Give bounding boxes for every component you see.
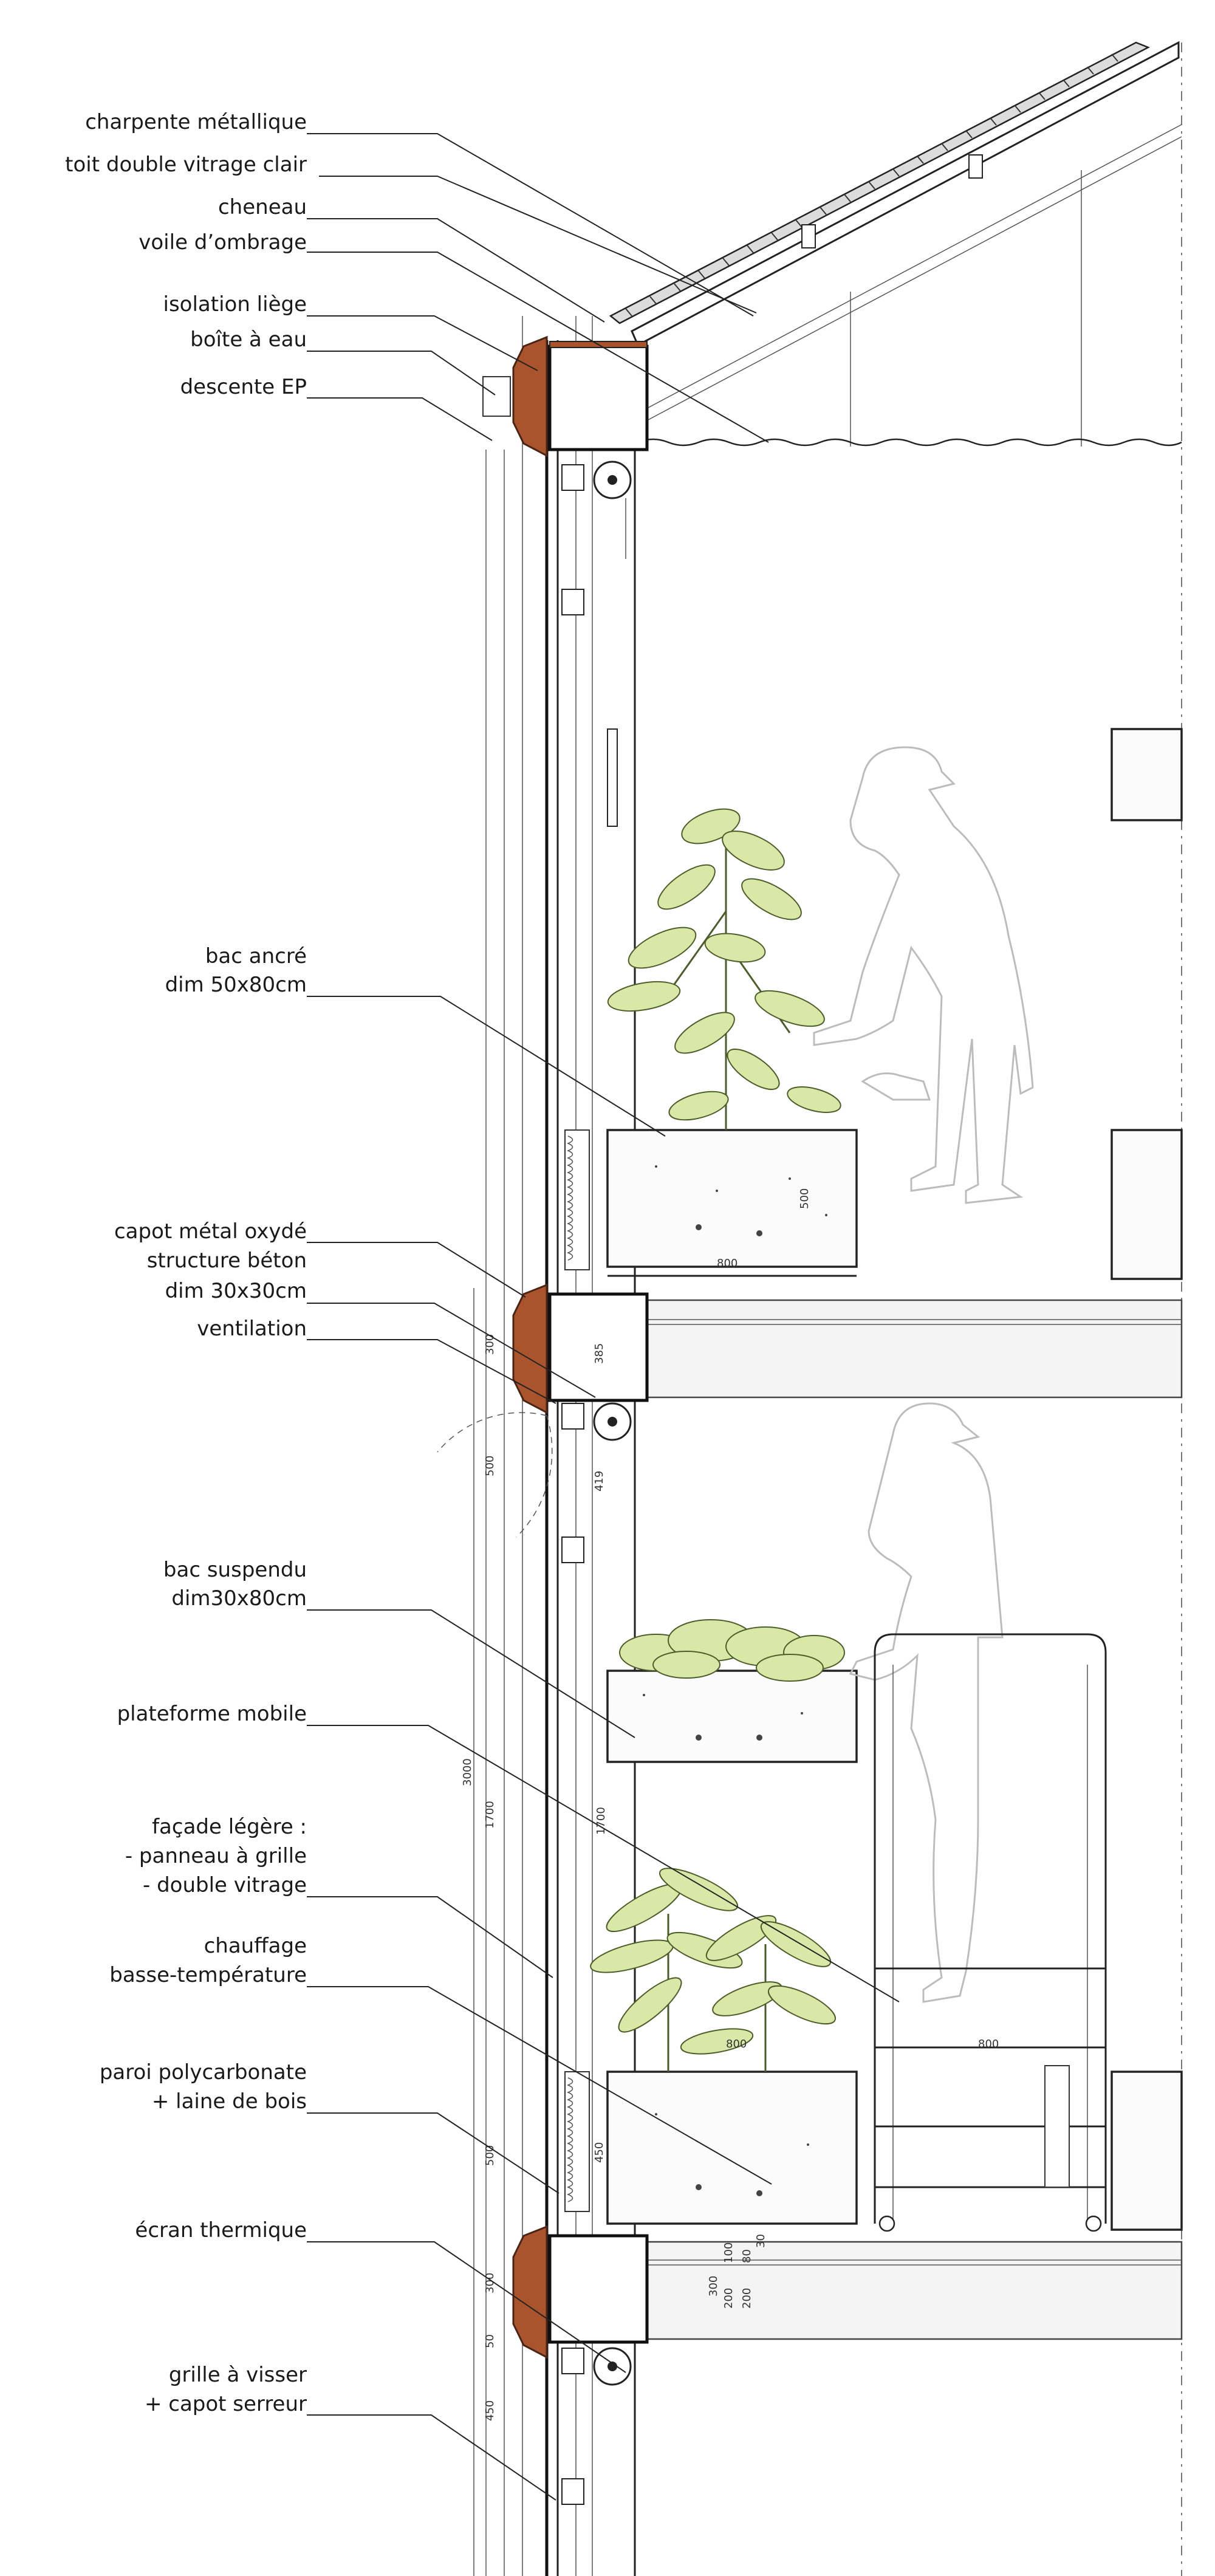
dim-200-b: 200 [741, 2288, 753, 2309]
dim-300-a: 300 [484, 1334, 496, 1355]
dim-800-plat: 800 [978, 2038, 999, 2050]
dim-1700-b: 1700 [595, 1807, 608, 1835]
dim-419: 419 [593, 1471, 606, 1492]
leader-lines [307, 133, 900, 2501]
label-bac-suspendu: bac suspendu [163, 1558, 307, 1582]
mobile-platform [874, 1633, 1107, 2232]
label-cheneau: cheneau [218, 195, 307, 219]
plant-middle [619, 1619, 845, 1682]
planter-anchored [606, 1129, 858, 1277]
floor-slab-1 [512, 1283, 1183, 1414]
label-descente: descente EP [180, 375, 307, 399]
dim-800-mid: 800 [726, 2038, 747, 2050]
dim-200-a: 200 [722, 2288, 735, 2309]
dim-500-top: 500 [798, 1188, 811, 1209]
label-bac-ancre: bac ancré [205, 944, 307, 968]
floor-slab-2 [512, 2225, 1183, 2359]
label-capot: capot métal oxydé [114, 1219, 307, 1244]
label-bac-ancre-dim: dim 50x80cm [165, 973, 307, 997]
roof [609, 41, 1182, 447]
label-structure: structure béton [147, 1249, 307, 1273]
label-chauffage: chauffage [204, 1934, 307, 1958]
dim-385: 385 [593, 1343, 606, 1364]
label-paroi: paroi polycarbonate [100, 2060, 307, 2084]
pulleys [561, 461, 632, 2505]
dim-450-b: 450 [484, 2400, 496, 2421]
background-planters [1111, 728, 1183, 2231]
label-toit: toit double vitrage clair [65, 152, 307, 177]
label-ventilation: ventilation [197, 1317, 307, 1341]
label-facade-grille: - panneau à grille [125, 1844, 307, 1868]
gardener-lower-silhouette [849, 1402, 1004, 2003]
dim-1700-a: 1700 [484, 1801, 496, 1829]
label-structure-dim: dim 30x30cm [165, 1279, 307, 1303]
ventilation-flap [437, 1412, 547, 1453]
label-chauffage-bt: basse-température [109, 1963, 307, 1987]
plant-bottom [590, 1868, 837, 2072]
plant-top [607, 808, 841, 1130]
label-facade-vitrage: - double vitrage [143, 1873, 307, 1897]
wood-wool-panels [564, 1129, 590, 2212]
label-voile: voile d’ombrage [139, 230, 307, 255]
label-boite: boîte à eau [190, 327, 307, 352]
dim-800-top: 800 [717, 1257, 738, 1270]
planter-anchored-2 [606, 2071, 858, 2225]
label-isolation: isolation liège [163, 292, 307, 317]
dim-450: 450 [593, 2142, 606, 2163]
dim-50: 50 [484, 2334, 496, 2348]
label-charpente: charpente métallique [85, 110, 307, 134]
planter-hanging [606, 1670, 858, 1763]
label-facade: façade légère : [152, 1815, 307, 1839]
dim-300-c: 300 [707, 2276, 720, 2297]
label-plateforme: plateforme mobile [117, 1702, 307, 1726]
dim-100: 100 [722, 2242, 735, 2263]
dim-80: 80 [741, 2249, 753, 2263]
label-ecran: écran thermique [135, 2218, 307, 2242]
label-grille-capot: + capot serreur [145, 2392, 307, 2416]
label-grille: grille à visser [169, 2363, 307, 2387]
dimensions: 800 500 300 385 419 500 3000 1700 1700 8… [461, 1188, 999, 2421]
dim-500-b: 500 [484, 1456, 496, 1476]
label-bac-suspendu-dim: dim30x80cm [171, 1586, 307, 1611]
label-paroi-laine: + laine de bois [152, 2089, 307, 2114]
labels: charpente métallique toit double vitrage… [65, 110, 307, 2416]
dim-30: 30 [755, 2234, 767, 2248]
gardener-upper-silhouette [813, 746, 1034, 1204]
dim-3000: 3000 [461, 1758, 474, 1786]
roof-glazing-hatch [625, 53, 1118, 317]
